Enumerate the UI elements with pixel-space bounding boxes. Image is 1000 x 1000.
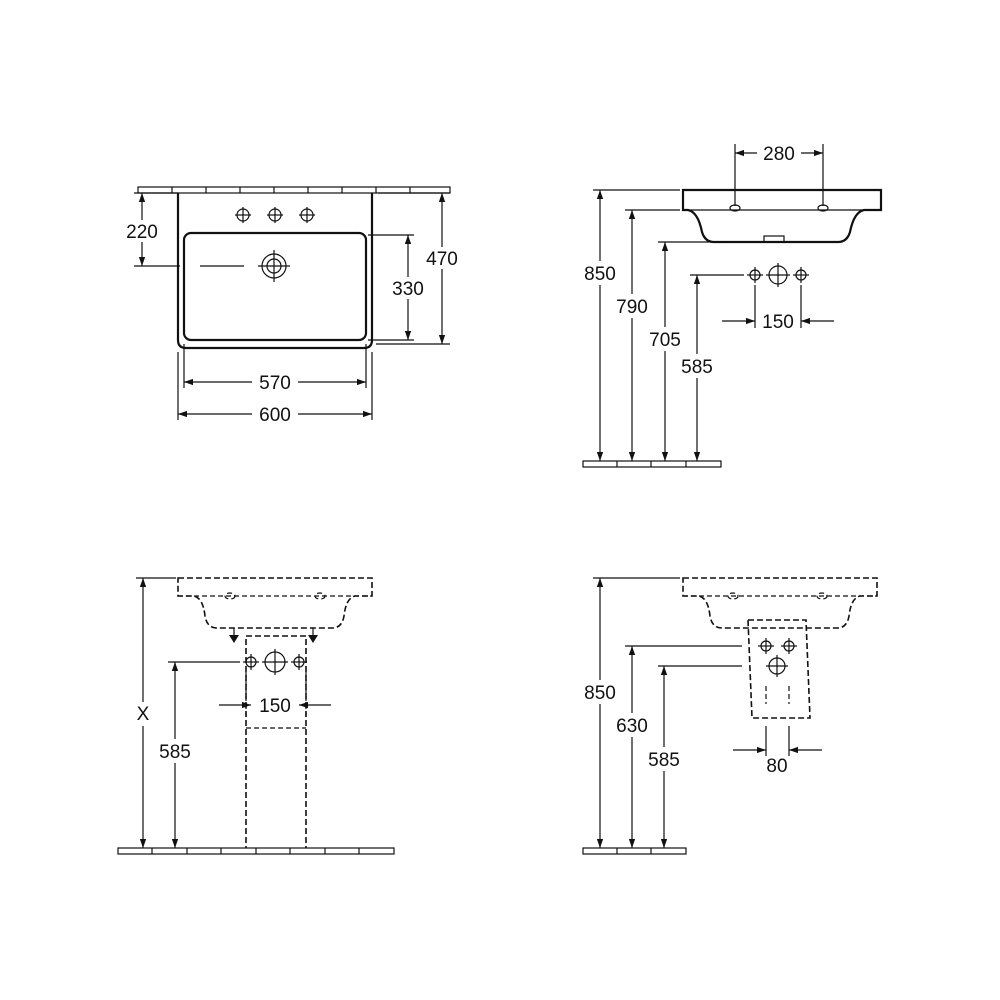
dim-label-150: 150 (762, 312, 794, 333)
side-view: 280 150 850 790 (580, 142, 883, 468)
floor-hatch (582, 460, 722, 468)
dim-label-220: 220 (126, 222, 158, 243)
dim-label-470: 470 (426, 249, 458, 270)
waste-outlet-icon (766, 655, 788, 677)
dim-label-850: 850 (584, 683, 616, 704)
basin-profile-dashed (682, 577, 878, 629)
dim-label-790: 790 (616, 297, 648, 318)
tap-hole-icon (781, 638, 797, 654)
dim-label-570: 570 (259, 373, 291, 394)
pedestal-view: 150 X 585 (117, 577, 395, 855)
waste-outlet-icon (766, 263, 790, 287)
dim-label-705: 705 (649, 330, 681, 351)
tap-hole-icon (727, 592, 739, 600)
drain-icon (258, 250, 290, 282)
dim-label-585: 585 (159, 742, 191, 763)
floor-hatch (117, 847, 395, 855)
tap-hole-icon (243, 654, 259, 670)
dim-label-80: 80 (766, 756, 787, 777)
waste-outlet-icon (262, 649, 288, 675)
drain-outlet (763, 235, 785, 243)
pedestal-dashed (245, 635, 307, 852)
semi-pedestal-view: 80 850 630 585 (580, 577, 878, 855)
tap-hole-icon (224, 592, 236, 600)
basin-profile (681, 188, 883, 244)
arrow-down-icon (229, 635, 239, 643)
tap-hole-icon (235, 207, 251, 223)
dim-label-x: X (137, 704, 150, 725)
dim-label-585: 585 (681, 357, 713, 378)
tap-hole-icon (758, 638, 774, 654)
tap-hole-icon (816, 592, 828, 600)
dim-label-850: 850 (584, 264, 616, 285)
dim-label-585: 585 (648, 750, 680, 771)
tap-hole-icon (267, 207, 283, 223)
tap-hole-icon (747, 267, 763, 283)
wall-hatch-top (137, 186, 451, 194)
dim-label-150: 150 (259, 696, 291, 717)
dim-label-630: 630 (616, 716, 648, 737)
tap-hole-icon (291, 654, 307, 670)
dim-label-600: 600 (259, 405, 291, 426)
dim-label-280: 280 (763, 144, 795, 165)
tap-hole-icon (299, 207, 315, 223)
semi-pedestal-dashed (747, 619, 811, 719)
tap-hole-icon (793, 267, 809, 283)
top-view: 220 470 330 570 600 (120, 186, 463, 426)
basin-profile-dashed (177, 577, 373, 629)
basin-bowl (182, 231, 368, 342)
basin-outline (176, 193, 374, 350)
dim-label-330: 330 (392, 279, 424, 300)
floor-hatch (582, 847, 687, 855)
tap-hole-icon (314, 592, 326, 600)
arrow-down-icon (308, 635, 318, 643)
